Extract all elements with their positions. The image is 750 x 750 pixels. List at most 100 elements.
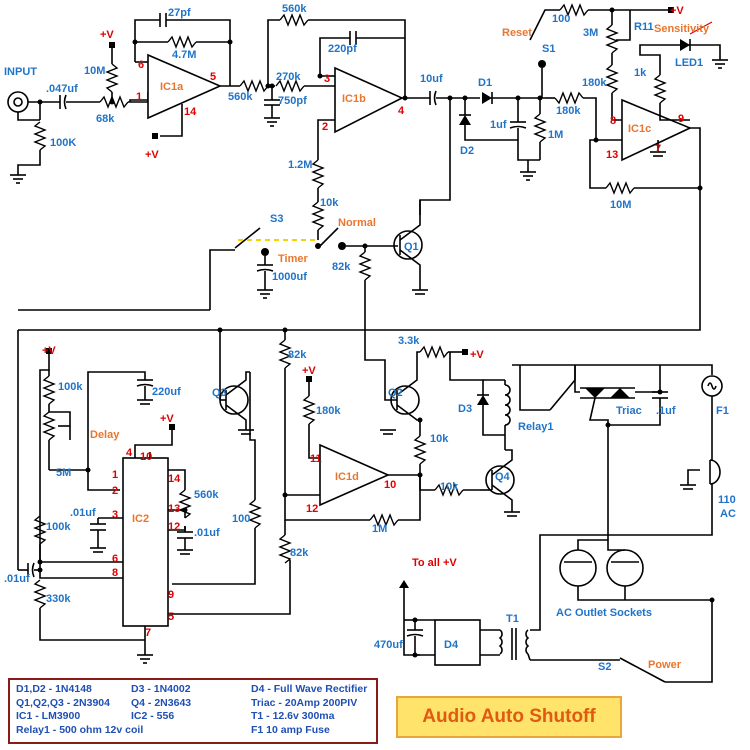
input-jack — [7, 91, 29, 113]
title-banner: Audio Auto Shutoff — [396, 696, 622, 738]
label-reset: Reset — [502, 27, 532, 39]
label-timer: Timer — [278, 253, 308, 265]
label-ic1a: IC1a — [160, 81, 184, 93]
pin-ic2-7: 7 — [145, 627, 151, 639]
legend-cell: D3 - 1N4002 — [131, 683, 191, 695]
label-ic2: IC2 — [132, 513, 149, 525]
label-r-1m-b: 1M — [372, 523, 387, 535]
label-ic1d: IC1d — [335, 471, 359, 483]
label-c-10uf: 10uf — [420, 73, 443, 85]
label-r-270k: 270k — [276, 71, 301, 83]
label-r-180k-b: 180k — [556, 105, 581, 117]
label-r-1m: 1M — [548, 129, 563, 141]
parts-legend: D1,D2 - 1N4148 D3 - 1N4002 D4 - Full Wav… — [8, 678, 378, 744]
label-vplus-3: +V — [470, 349, 484, 361]
pin-ic1a-6: 6 — [138, 59, 144, 71]
label-r-560k-a: 560k — [228, 91, 253, 103]
pin-ic2-6: 6 — [112, 553, 118, 565]
ic2-body — [122, 457, 169, 627]
label-ac-outlets: AC Outlet Sockets — [556, 607, 652, 619]
label-c-01uf-a: .01uf — [70, 507, 96, 519]
legend-cell: Triac - 20Amp 200PIV — [251, 696, 358, 709]
legend-row: D1,D2 - 1N4148 D3 - 1N4002 D4 - Full Wav… — [16, 683, 370, 697]
label-ic1b: IC1b — [342, 93, 366, 105]
label-q3: Q3 — [212, 387, 227, 399]
label-d3: D3 — [458, 403, 472, 415]
label-c-470uf: 470uf — [374, 639, 403, 651]
label-r-10k-c: 10k — [440, 481, 459, 493]
label-r-82k-c: 82k — [290, 547, 309, 559]
label-relay1: Relay1 — [518, 421, 553, 433]
label-c-220pf: 220pf — [328, 43, 357, 55]
label-f1: F1 — [716, 405, 729, 417]
label-d2: D2 — [460, 145, 474, 157]
label-delay: Delay — [90, 429, 120, 441]
ic1a-symbol — [147, 53, 222, 120]
label-r-180k-c: 180k — [316, 405, 341, 417]
label-c-1000uf: 1000uf — [272, 271, 307, 283]
legend-cell: Q1,Q2,Q3 - 2N3904 — [16, 696, 110, 709]
ic1d-symbol — [319, 443, 390, 507]
label-r-100k-a: 100k — [58, 381, 83, 393]
pin-ic1d-11: 11 — [310, 453, 322, 465]
label-ac: AC — [720, 508, 736, 520]
pin-ic1c-8: 8 — [610, 115, 616, 127]
label-r-10k-a: 10k — [320, 197, 339, 209]
label-c-01uf-c: .01uf — [4, 573, 30, 585]
pin-ic1a-5: 5 — [210, 71, 216, 83]
d4-rectifier — [434, 619, 481, 666]
label-r-3.3k: 3.3k — [398, 335, 420, 347]
label-q1: Q1 — [404, 241, 419, 253]
label-r11: R11 — [634, 21, 654, 33]
label-r-100: 100 — [552, 13, 570, 25]
legend-cell: IC1 - LM3900 — [16, 710, 81, 722]
label-vplus-6: +V — [42, 345, 56, 357]
label-r-82k-b: 82k — [288, 349, 307, 361]
label-c-1uf-b: .1uf — [656, 405, 676, 417]
label-r-10m: 10M — [84, 65, 105, 77]
ic1c-symbol — [621, 98, 692, 162]
pin-ic2-5: 5 — [168, 611, 174, 623]
pin-ic2-14: 14 — [168, 473, 181, 485]
label-d1: D1 — [478, 77, 492, 89]
label-triac: Triac — [616, 405, 642, 417]
label-led1: LED1 — [675, 57, 703, 69]
label-r-1.2m: 1.2M — [288, 159, 312, 171]
label-to-all-v: To all +V — [412, 557, 457, 569]
label-vplus-1: +V — [100, 29, 114, 41]
label-r-1k: 1k — [634, 67, 647, 79]
pin-ic2-1: 1 — [112, 469, 118, 481]
label-normal: Normal — [338, 217, 376, 229]
label-s2: S2 — [598, 661, 611, 673]
pin-ic2-9: 9 — [168, 589, 174, 601]
page-title: Audio Auto Shutoff — [422, 706, 596, 727]
pin-ic1c-9: 9 — [678, 113, 684, 125]
legend-cell: Relay1 - 500 ohm 12v coil — [16, 723, 144, 736]
label-r-560k-b: 560k — [194, 489, 219, 501]
label-r-100-b: 100 — [232, 513, 250, 525]
label-c-01uf-b: .01uf — [194, 527, 220, 539]
label-power: Power — [648, 659, 682, 671]
label-r-100k: 100K — [50, 137, 76, 149]
label-r-3m: 3M — [583, 27, 598, 39]
pin-ic1c-7: 7 — [655, 143, 661, 155]
legend-cell: Q4 - 2N3643 — [131, 696, 192, 709]
pin-ic1c-13: 13 — [606, 149, 618, 161]
label-sensitivity: Sensitivity — [654, 23, 710, 35]
pin-ic1b-2: 2 — [322, 121, 328, 133]
label-c-1uf: 1uf — [490, 119, 507, 131]
ic1b-symbol — [334, 66, 404, 134]
legend-cell: F1 10 amp Fuse — [251, 723, 330, 736]
label-t1: T1 — [506, 613, 519, 625]
label-c-220uf: 220uf — [152, 386, 181, 398]
legend-row: Q1,Q2,Q3 - 2N3904 Q4 - 2N3643 Triac - 20… — [16, 697, 370, 711]
label-vplus-4: +V — [302, 365, 316, 377]
label-input: INPUT — [4, 66, 37, 78]
label-vplus-7: +V — [670, 5, 684, 17]
legend-cell: D4 - Full Wave Rectifier — [251, 683, 368, 695]
pin-ic2-13: 13 — [168, 503, 180, 515]
pin-ic2-8: 8 — [112, 567, 118, 579]
legend-cell: T1 - 12.6v 300ma — [251, 710, 335, 722]
